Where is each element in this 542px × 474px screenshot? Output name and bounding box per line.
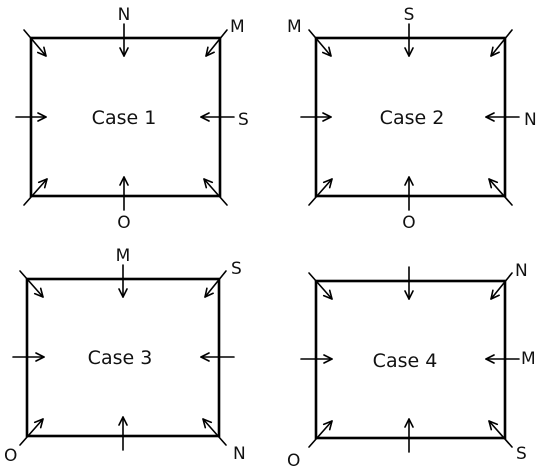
case-4-right-direction: M [521, 349, 536, 369]
case-4-arrow-top-right [490, 272, 513, 300]
case-1-arrow-top-right [205, 29, 228, 57]
case-3-label: Case 3 [88, 347, 153, 369]
case-4-arrow-bottom-left [308, 420, 333, 448]
case-4-arrow-bottom-right [488, 420, 513, 448]
case-3-arrow-bottom-left [19, 418, 44, 446]
case-2-arrow-top-left [308, 29, 332, 57]
case-2-top-direction: S [404, 5, 415, 25]
case-3-arrow-bottom-right [202, 418, 227, 446]
case-1-arrow-bottom-right [203, 178, 228, 206]
case-3-arrow-top-right [204, 270, 227, 298]
case-3-top-direction: M [116, 246, 131, 266]
case-2-label: Case 2 [380, 107, 445, 129]
case-1-label: Case 1 [92, 107, 157, 129]
case-3-arrow-top-left [19, 270, 44, 298]
case-3-bottom-left-direction: O [4, 446, 17, 466]
case-1-arrow-bottom-left [23, 178, 48, 206]
case-4-arrow-top-left [308, 272, 333, 300]
case-1-right-direction: S [238, 110, 249, 130]
case-1-panel: Case 1 N M S O [15, 5, 249, 233]
case-2-bottom-direction: O [402, 213, 415, 233]
case-3-bottom-right-direction: N [233, 444, 246, 464]
case-2-arrow-bottom-left [308, 178, 333, 206]
case-2-top-left-direction: M [287, 17, 302, 37]
case-4-label: Case 4 [373, 350, 438, 372]
case-1-top-right-direction: M [230, 17, 245, 37]
case-1-arrow-top-left [23, 29, 47, 57]
case-2-arrow-top-right [490, 29, 513, 57]
case-1-top-direction: N [118, 5, 131, 25]
case-3-top-right-direction: S [231, 259, 242, 279]
case-2-arrow-bottom-right [488, 178, 513, 206]
case-1-bottom-direction: O [117, 213, 130, 233]
case-4-top-right-direction: N [515, 261, 528, 281]
case-3-panel: Case 3 M S O N [4, 246, 246, 466]
case-4-panel: Case 4 N M O S [287, 261, 536, 471]
case-4-bottom-right-direction: S [516, 444, 527, 464]
case-2-panel: Case 2 M S N O [287, 5, 537, 233]
case-4-bottom-left-direction: O [287, 451, 300, 471]
case-2-right-direction: N [524, 110, 537, 130]
